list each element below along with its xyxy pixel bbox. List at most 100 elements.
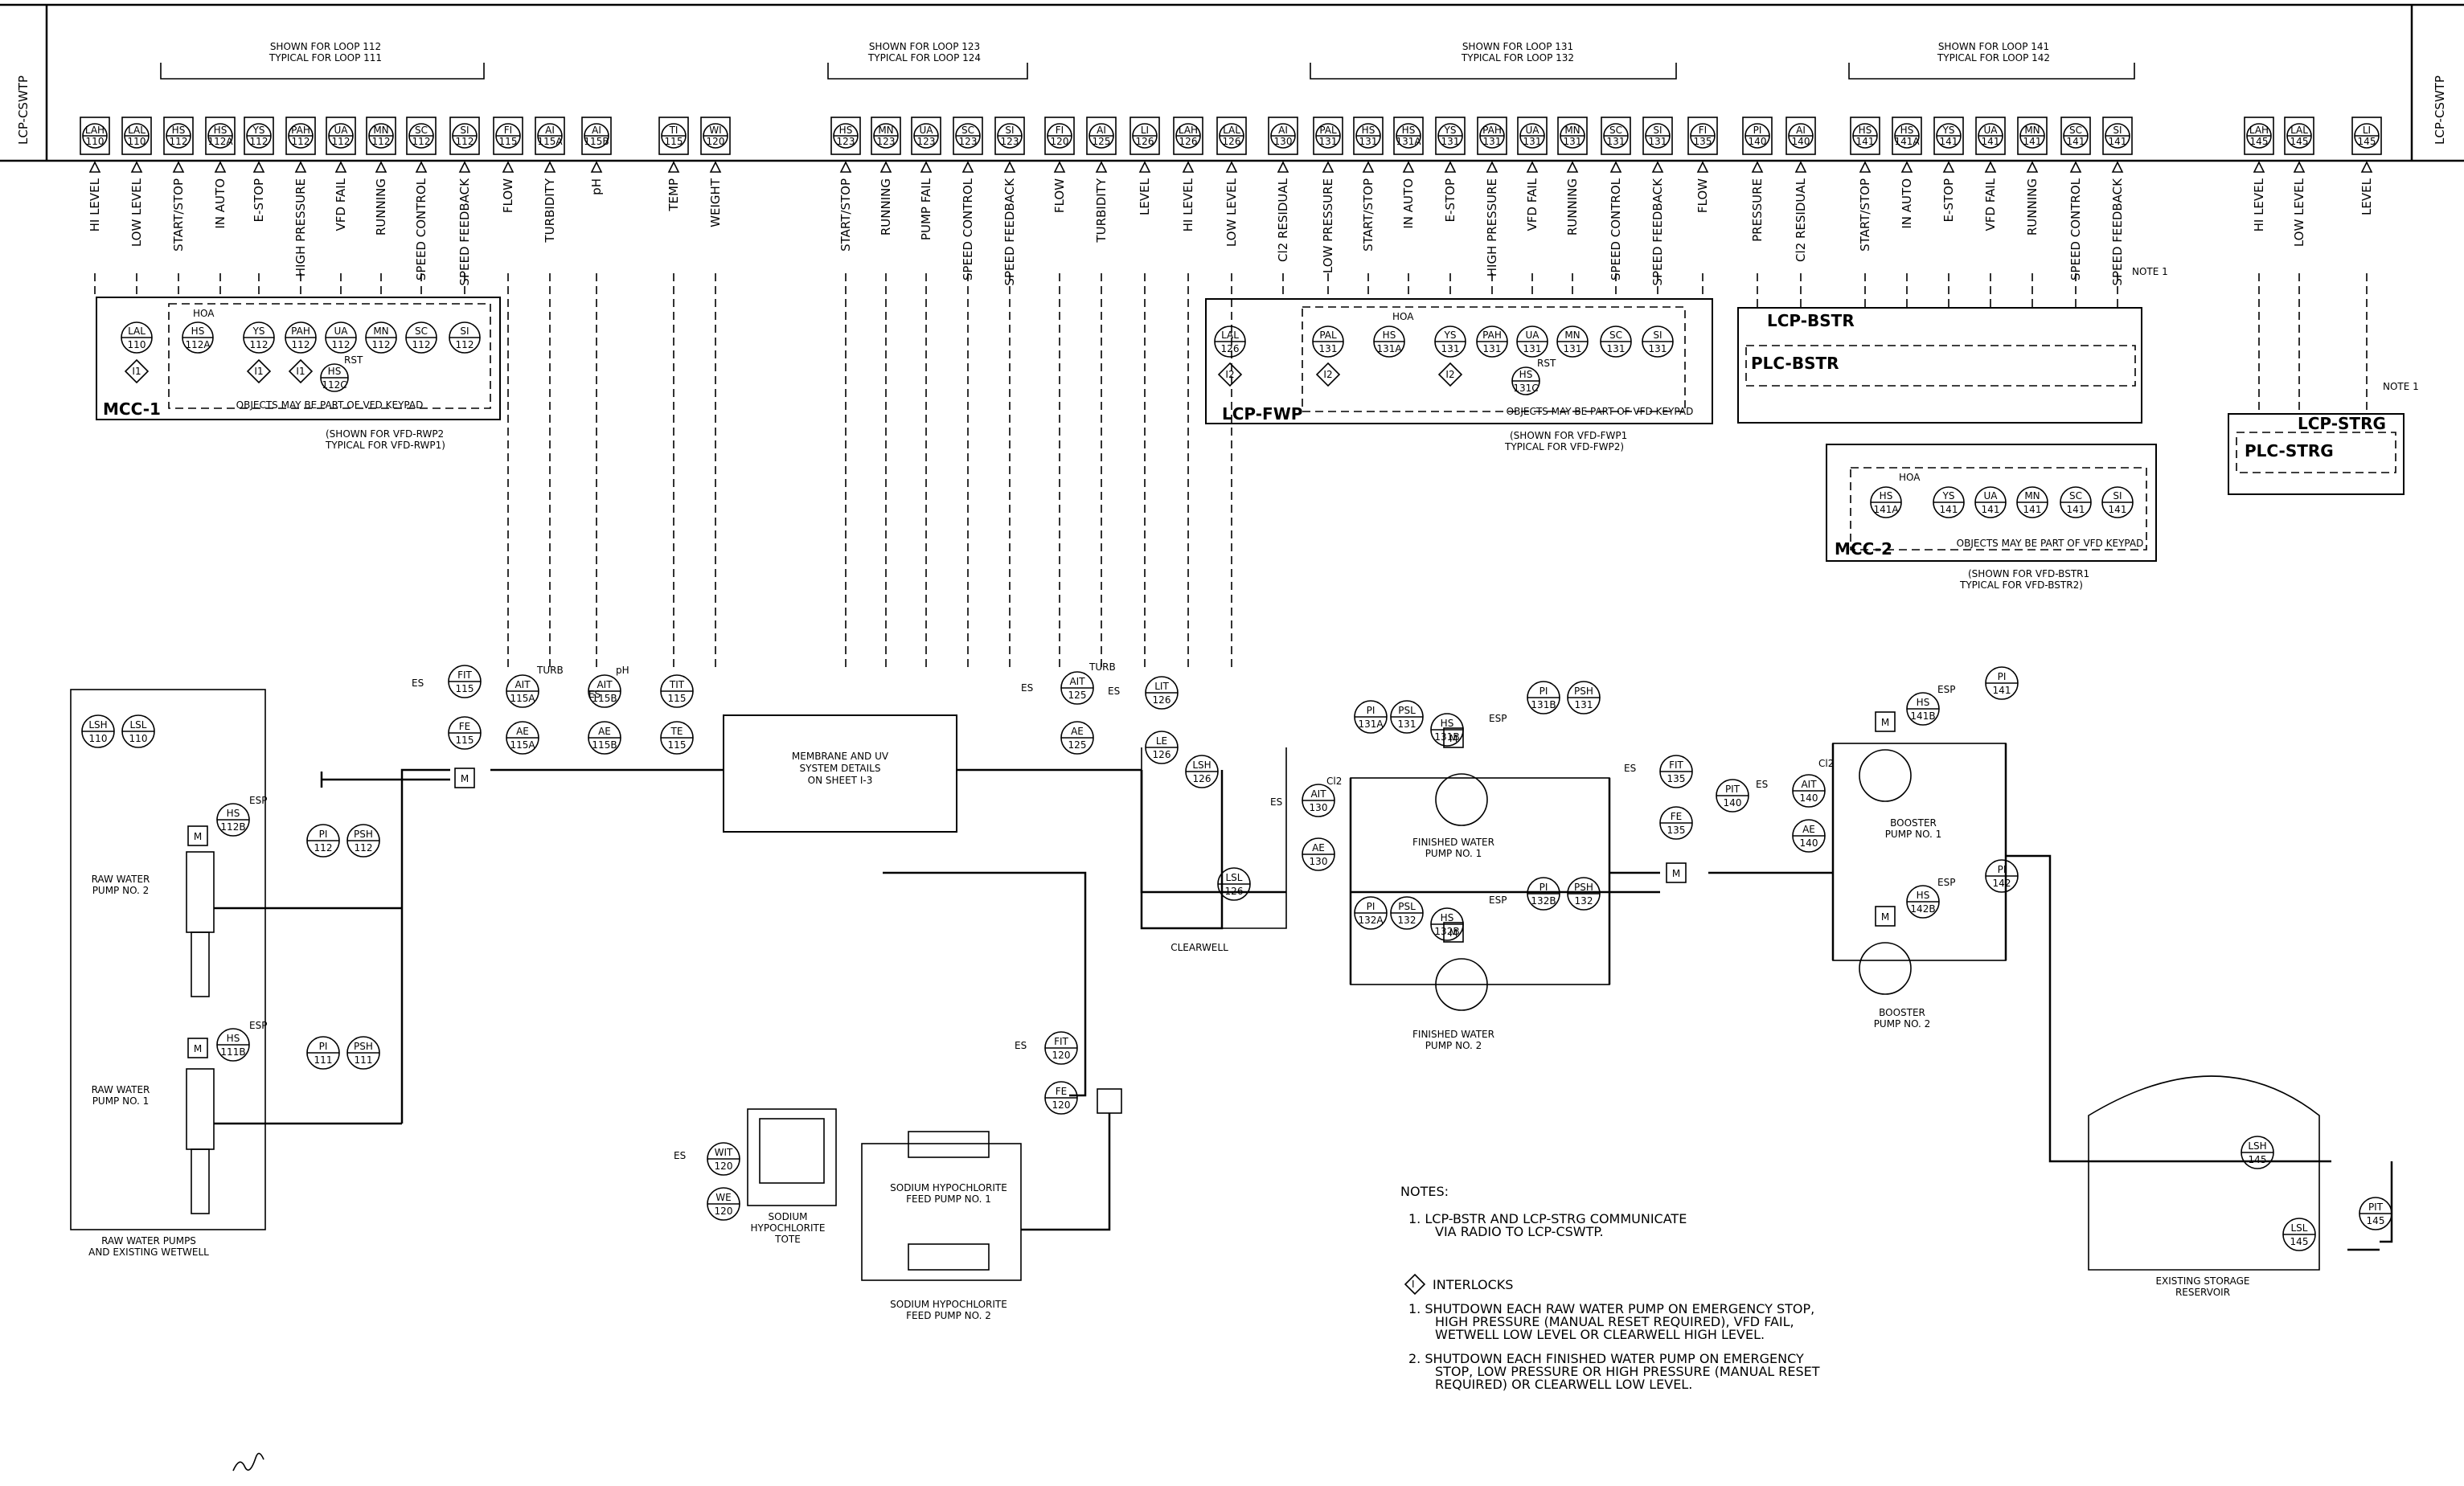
io-arrow <box>1984 161 1997 173</box>
io-signal: PRESSURE <box>1750 178 1765 242</box>
io-tag: FI <box>1056 125 1064 136</box>
motor-label: M <box>194 831 202 842</box>
interlock1-line3: WETWELL LOW LEVEL OR CLEARWELL HIGH LEVE… <box>1435 1327 1765 1342</box>
io-tag: HS <box>172 125 186 136</box>
fwp-hs-rst-tag: HS <box>1519 369 1533 380</box>
io-tag: LAL <box>128 125 146 136</box>
io-signal: RUNNING <box>374 178 388 235</box>
shfp1-label-2: FEED PUMP NO. 1 <box>906 1193 991 1205</box>
side-label-right: LCP-CSWTP <box>2433 76 2447 145</box>
io-arrow <box>1225 161 1238 173</box>
instrument-30-num: 132A <box>1358 915 1384 926</box>
instrument-1-num: 110 <box>89 733 108 744</box>
interlock1-line2: HIGH PRESSURE (MANUAL RESET REQUIRED), V… <box>1435 1314 1794 1329</box>
io-signal: LOW PRESSURE <box>1321 178 1335 273</box>
instrument-20-tag: LE <box>1156 735 1167 747</box>
io-arrow <box>1651 161 1664 173</box>
mcc1-typical: TYPICAL FOR VFD-RWP1) <box>325 440 445 451</box>
io-signal: E-STOP <box>1941 178 1956 222</box>
motor-label: M <box>1672 868 1680 879</box>
instrument-36-tag: FE <box>1671 811 1682 822</box>
io-tag: YS <box>1444 125 1457 136</box>
ph-label: pH <box>616 665 629 676</box>
io-signal: SPEED CONTROL <box>2068 178 2083 280</box>
io-num: 123 <box>1001 136 1019 147</box>
instrument-30-tag: PI <box>1367 901 1375 912</box>
motor-5: M <box>1443 922 1464 943</box>
io-tag: UA <box>1984 125 1999 136</box>
mcc2-hoa: HOA <box>1899 472 1921 483</box>
fwp-interlock-3-label: I2 <box>1445 369 1454 380</box>
mcc1-interlock-1-label: I1 <box>132 366 141 377</box>
io-arrow <box>839 161 852 173</box>
header-group-1-line2: TYPICAL FOR LOOP 111 <box>269 52 382 63</box>
instrument-27-num: 131B <box>1434 731 1459 743</box>
header-group-3: SHOWN FOR LOOP 131 TYPICAL FOR LOOP 132 <box>1310 41 1677 80</box>
lcp-fwp-panel: LCP-FWP HOA RST OBJECTS MAY BE PART OF V… <box>1205 298 1713 452</box>
instrument-48-tag: LSH <box>2248 1140 2266 1152</box>
motor-label: M <box>1881 911 1889 923</box>
header-group-3-line1: SHOWN FOR LOOP 131 <box>1462 41 1573 52</box>
instrument-42-tag: HS <box>1917 890 1930 901</box>
reservoir-label-1: EXISTING STORAGE <box>2155 1275 2249 1287</box>
fwp-item-1-tag: LAL <box>1221 330 1239 341</box>
es-label-4: ES <box>1108 686 1120 697</box>
bp1-label-2: PUMP NO. 1 <box>1885 829 1942 840</box>
fwp-interlock-1-label: I2 <box>1225 369 1234 380</box>
rwp1-label-1: RAW WATER <box>92 1084 150 1095</box>
es-label-5: ES <box>1270 796 1282 808</box>
io-arrow <box>252 161 265 173</box>
mcc1-item-4-num: 112 <box>292 339 310 350</box>
instrument-2-tag: LSL <box>130 719 147 731</box>
plc-strg-name: PLC-STRG <box>2245 441 2334 461</box>
lcp-strg-panel: LCP-STRG PLC-STRG NOTE 1 <box>2228 381 2419 495</box>
io-num: 112 <box>332 136 351 147</box>
mcc1-hs-rst-num: 112C <box>322 379 346 391</box>
es-label-2: ES <box>588 689 601 700</box>
instrument-47-tag: WE <box>715 1192 731 1203</box>
instrument-4-tag: PI <box>319 829 328 840</box>
instrument-50-tag: PIT <box>2368 1201 2384 1213</box>
reservoir-label-2: RESERVOIR <box>2175 1287 2230 1298</box>
io-signal: FLOW <box>1052 178 1067 213</box>
io-signal: RUNNING <box>879 178 893 235</box>
motor-label: M <box>1449 733 1457 744</box>
io-signal: TURBIDITY <box>1094 178 1109 243</box>
io-tag: HS <box>214 125 228 136</box>
instrument-42-num: 142B <box>1910 903 1935 915</box>
io-arrow <box>1609 161 1622 173</box>
io-tag: SC <box>2069 125 2082 136</box>
instrument-34-num: 132 <box>1575 895 1593 907</box>
instrument-13-tag: AIT <box>597 679 613 690</box>
instrument-22-num: 126 <box>1225 886 1244 897</box>
